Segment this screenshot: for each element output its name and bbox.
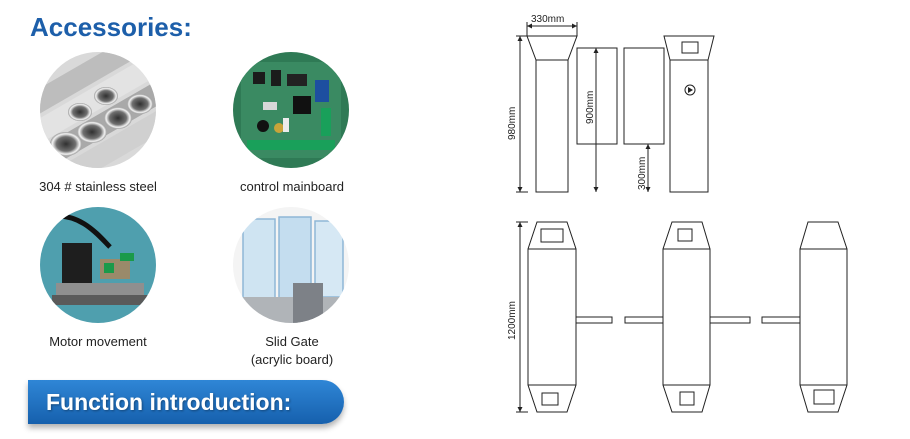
slid-gate-caption-line1: Slid Gate bbox=[265, 334, 319, 349]
length-dimension-label: 1200mm bbox=[507, 301, 518, 340]
motor-movement-caption: Motor movement bbox=[49, 334, 147, 349]
motor-movement-image bbox=[40, 207, 156, 323]
panel-height-dimension-label: 900mm bbox=[585, 91, 596, 124]
accessories-heading: Accessories: bbox=[30, 12, 192, 42]
height-dimension-label: 980mm bbox=[507, 107, 518, 140]
stainless-steel-caption: 304 # stainless steel bbox=[39, 179, 157, 194]
control-mainboard-caption: control mainboard bbox=[239, 179, 345, 194]
control-mainboard-image bbox=[233, 52, 349, 168]
width-dimension-label: 330mm bbox=[531, 14, 564, 25]
function-introduction-banner: Function introduction: bbox=[28, 380, 344, 424]
stainless-steel-image bbox=[40, 52, 156, 168]
slid-gate-caption-line2: (acrylic board) bbox=[250, 352, 334, 367]
function-introduction-label: Function introduction: bbox=[46, 389, 292, 415]
panel-offset-dimension-label: 300mm bbox=[637, 157, 648, 190]
slid-gate-caption: Slid Gate (acrylic board) bbox=[202, 333, 382, 369]
